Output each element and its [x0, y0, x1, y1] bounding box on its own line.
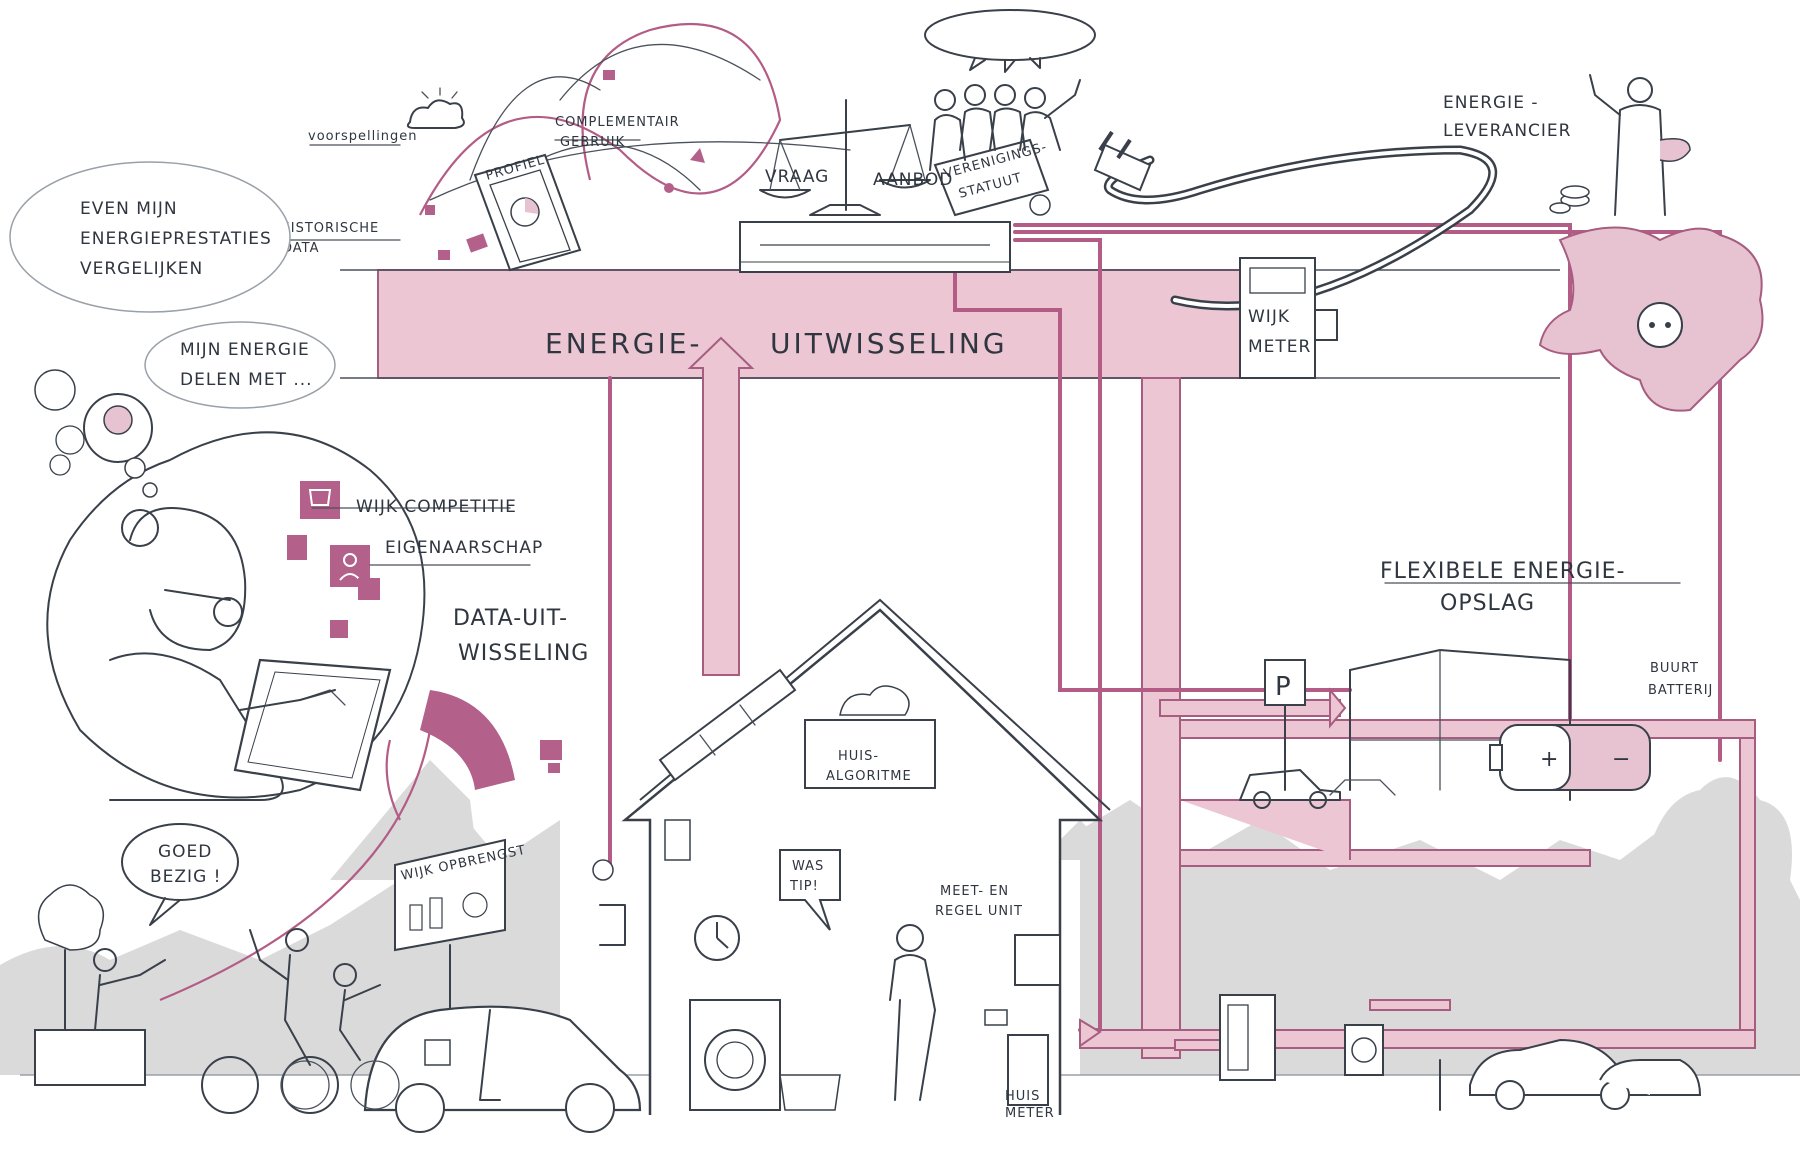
goed-line2: BEZIG !: [150, 867, 221, 887]
label-data: DATA: [282, 241, 320, 256]
wijk-meter-line1: WIJK: [1248, 307, 1290, 327]
data-hub: voorspellingen COMPLEMENTAIR GEBRUIK HIS…: [279, 9, 1096, 273]
flexible-storage: FLEXIBELE ENERGIE- OPSLAG P + − BUURT BA…: [1239, 559, 1713, 809]
wijk-meter: WIJK METER: [1239, 257, 1338, 379]
meet-line1: MEET- EN: [940, 884, 1009, 899]
data-exchange-title-2: WISSELING: [458, 641, 589, 666]
statuut-document: [933, 138, 1051, 217]
compare-bubble: EVEN MIJN ENERGIEPRESTATIES VERGELIJKEN: [9, 161, 291, 313]
supplier-line2: LEVERANCIER: [1443, 121, 1572, 141]
huismeter-line1: HUIS: [1005, 1089, 1040, 1104]
clock-icon: [694, 915, 740, 961]
energy-supplier: ENERGIE - LEVERANCIER: [1443, 74, 1691, 216]
label-vraag: VRAAG: [765, 167, 829, 187]
label-aanbod: AANBOD: [873, 170, 953, 190]
label-wijk-competitie: WIJK COMPETITIE: [356, 497, 517, 517]
label-complementair: COMPLEMENTAIR: [555, 115, 680, 130]
trophy-icon: [300, 481, 340, 519]
plug-icon: [1093, 130, 1498, 311]
svg-text:−: −: [1612, 747, 1631, 772]
algoritme-line2: ALGORITME: [826, 769, 912, 784]
batterij-line1: BUURT: [1650, 661, 1699, 676]
netherlands-map: [1538, 226, 1764, 412]
share-bubble: MIJN ENERGIE DELEN MET ...: [144, 321, 336, 409]
batterij-line2: BATTERIJ: [1648, 683, 1713, 698]
neighbourhood-right: [1219, 994, 1702, 1111]
profile-document: [473, 153, 582, 272]
scale-icon: [759, 99, 931, 216]
svg-text:+: +: [1540, 747, 1559, 772]
house: HUIS- ALGORITME WAS TIP! MEET- EN REGEL …: [592, 598, 1111, 1121]
label-eigenaarschap: EIGENAARSCHAP: [385, 538, 543, 558]
label-historische: HISTORISCHE: [280, 221, 379, 236]
tip-line1: WAS: [792, 859, 824, 874]
storage-title-1: FLEXIBELE ENERGIE-: [1380, 559, 1625, 584]
battery-icon: + −: [1489, 724, 1651, 791]
exchange-label-left: ENERGIE-: [545, 327, 703, 360]
compare-line3: VERGELIJKEN: [80, 259, 203, 279]
tip-line2: TIP!: [789, 879, 819, 894]
svg-text:P: P: [1275, 672, 1292, 702]
cloud-icon: [406, 87, 465, 129]
parking-icon: P: [1264, 659, 1306, 791]
label-gebruik: GEBRUIK: [560, 135, 625, 150]
washing-machine-icon: [689, 999, 781, 1111]
compare-line2: ENERGIEPRESTATIES: [80, 229, 272, 249]
data-exchange-title-1: DATA-UIT-: [453, 606, 568, 631]
meet-line2: REGEL UNIT: [935, 904, 1023, 919]
compare-line1: EVEN MIJN: [80, 199, 178, 219]
huismeter-line2: METER: [1005, 1106, 1055, 1121]
group-speech-bubble: [924, 9, 1096, 61]
algoritme-line1: HUIS-: [838, 749, 879, 764]
supplier-line1: ENERGIE -: [1443, 93, 1538, 113]
goed-line1: GOED: [158, 842, 212, 862]
avatar-cluster: [34, 369, 153, 476]
street-scene: WIJK OPBRENGST GOED BEZIG !: [34, 823, 642, 1133]
wijk-meter-line2: METER: [1248, 337, 1311, 357]
association-group: [929, 79, 1081, 171]
exchange-label-right: UITWISSELING: [770, 327, 1008, 360]
share-line2: DELEN MET ...: [180, 370, 313, 390]
label-voorspellingen: voorspellingen: [308, 129, 418, 144]
tablet-user: [46, 431, 426, 801]
storage-title-2: OPSLAG: [1440, 591, 1535, 616]
share-line1: MIJN ENERGIE: [180, 340, 310, 360]
